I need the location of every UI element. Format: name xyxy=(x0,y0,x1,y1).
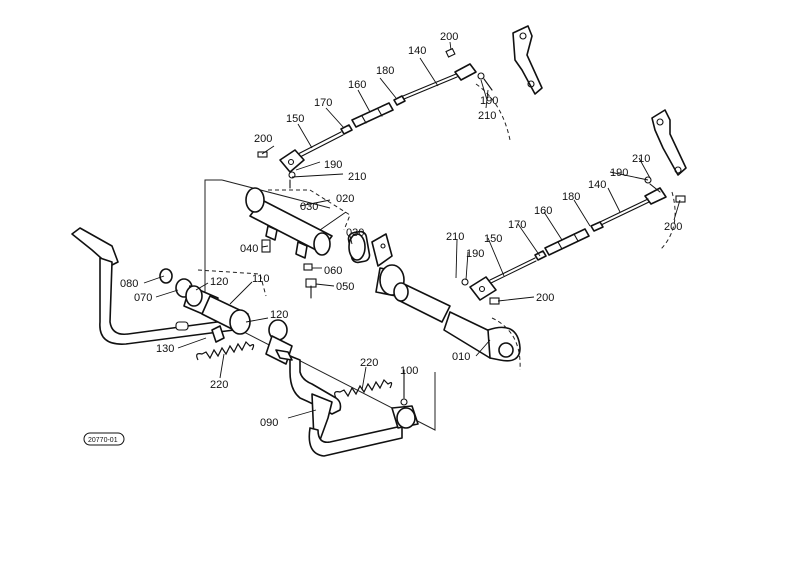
label-200: 200 xyxy=(664,221,682,233)
label-210: 210 xyxy=(446,231,464,243)
cross-shaft-assembly xyxy=(245,187,393,299)
spring-220-left xyxy=(196,340,255,361)
label-020: 020 xyxy=(336,193,354,205)
label-200: 200 xyxy=(536,292,554,304)
label-130: 130 xyxy=(156,343,174,355)
label-220: 220 xyxy=(360,357,378,369)
label-060: 060 xyxy=(324,265,342,277)
label-140: 140 xyxy=(588,179,606,191)
label-040: 040 xyxy=(240,243,258,255)
reference-code: 20770-01 xyxy=(88,437,118,444)
leader-lines xyxy=(143,41,681,419)
label-200: 200 xyxy=(440,31,458,43)
label-220: 220 xyxy=(210,379,228,391)
label-170: 170 xyxy=(314,97,332,109)
upper-rod-assembly xyxy=(257,25,543,189)
label-120: 120 xyxy=(270,309,288,321)
label-050: 050 xyxy=(336,281,354,293)
label-150: 150 xyxy=(286,113,304,125)
left-pedal-assembly xyxy=(71,227,267,345)
label-180: 180 xyxy=(562,191,580,203)
label-210: 210 xyxy=(632,153,650,165)
label-210: 210 xyxy=(348,171,366,183)
right-rod-assembly xyxy=(461,109,687,305)
spring-220-right xyxy=(334,378,393,399)
label-080: 080 xyxy=(120,278,138,290)
label-170: 170 xyxy=(508,219,526,231)
label-150: 150 xyxy=(484,233,502,245)
label-200: 200 xyxy=(254,133,272,145)
label-030: 030 xyxy=(300,201,318,213)
label-190: 190 xyxy=(466,248,484,260)
label-030: 030 xyxy=(346,227,364,239)
label-190: 190 xyxy=(324,159,342,171)
main-shaft-assembly xyxy=(375,264,521,371)
label-120: 120 xyxy=(210,276,228,288)
label-110: 110 xyxy=(252,273,270,285)
right-pedal-assembly xyxy=(265,319,419,457)
label-190: 190 xyxy=(480,95,498,107)
label-140: 140 xyxy=(408,45,426,57)
label-160: 160 xyxy=(534,205,552,217)
callout-labels: 200 140 180 160 170 150 200 190 210 190 … xyxy=(120,31,682,429)
label-090: 090 xyxy=(260,417,278,429)
label-190: 190 xyxy=(610,167,628,179)
label-160: 160 xyxy=(348,79,366,91)
label-100: 100 xyxy=(400,365,418,377)
label-010: 010 xyxy=(452,351,470,363)
label-210: 210 xyxy=(478,110,496,122)
label-070: 070 xyxy=(134,292,152,304)
reference-code-badge: 20770-01 xyxy=(83,432,125,446)
label-180: 180 xyxy=(376,65,394,77)
